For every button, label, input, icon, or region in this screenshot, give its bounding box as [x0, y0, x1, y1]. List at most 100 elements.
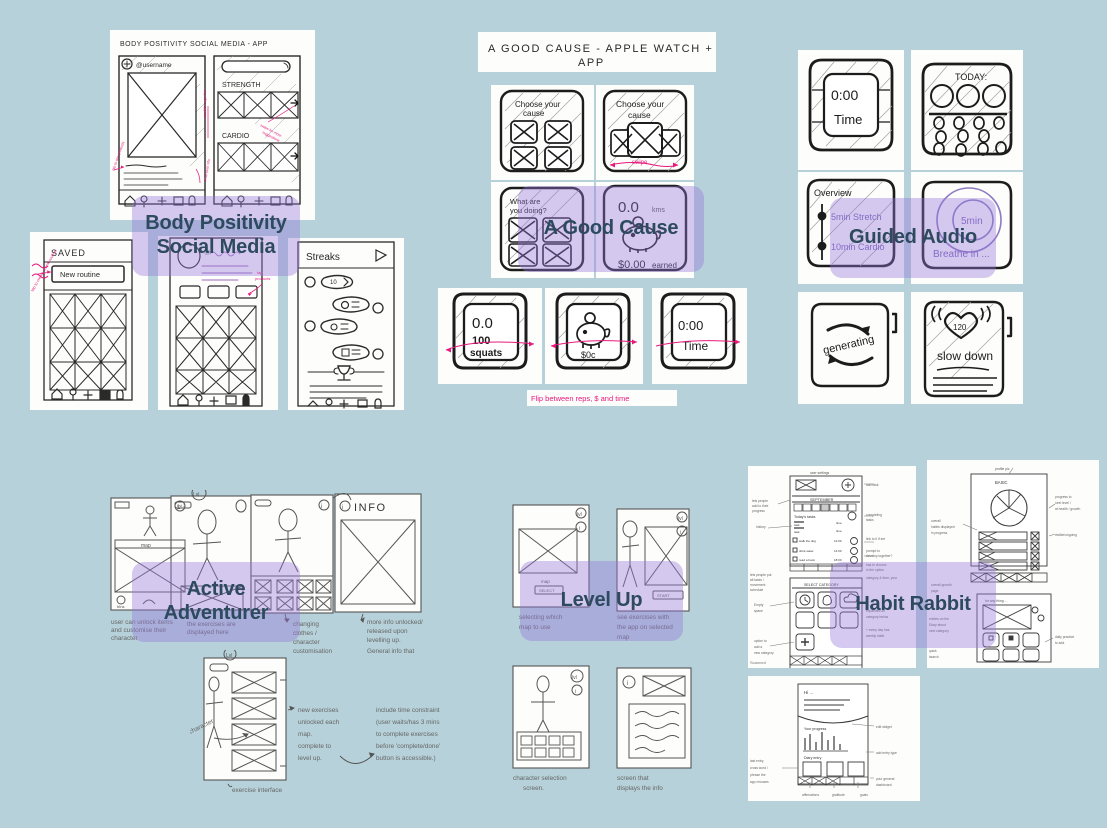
- svg-text:entries on the: entries on the: [929, 617, 949, 621]
- svg-text:0:00: 0:00: [831, 87, 858, 103]
- svg-text:SAVED: SAVED: [51, 248, 86, 258]
- svg-text:time: time: [836, 529, 842, 533]
- svg-text:customisation: customisation: [293, 648, 333, 655]
- project-label-level-up[interactable]: Level Up: [520, 561, 683, 641]
- project-label-active-adventurer[interactable]: Active Adventurer: [132, 562, 300, 642]
- sketch-card-kms-earned[interactable]: 0.0 kms $0.00 earned: [596, 182, 694, 278]
- svg-text:lets people put: lets people put: [750, 573, 772, 577]
- project-label-a-good-cause[interactable]: A Good Cause: [518, 186, 704, 272]
- svg-text:100: 100: [472, 335, 490, 347]
- svg-text:tasks: tasks: [866, 518, 874, 522]
- sketch-card-level-up-character[interactable]: lvl i i character s: [505, 658, 725, 803]
- svg-text:map: map: [141, 543, 151, 549]
- svg-text:swipe: swipe: [632, 160, 648, 166]
- svg-text:changing: changing: [293, 621, 319, 628]
- sketch-card-body-positivity-main[interactable]: BODY POSITIVITY SOCIAL MEDIA - APP @user…: [110, 30, 315, 220]
- sketch-card-what-are-you-doing[interactable]: What are you doing?: [491, 182, 594, 278]
- sketch-card-habit-rabbit-diary[interactable]: Hi ... Your progress Diary entry: [748, 676, 920, 801]
- sketch-card-time-watch[interactable]: 0:00 Time: [652, 288, 747, 384]
- svg-text:Choose your: Choose your: [616, 99, 664, 109]
- svg-text:10min Cardio: 10min Cardio: [831, 242, 885, 252]
- svg-text:A GOOD CAUSE - APPLE WATCH: A GOOD CAUSE - APPLE WATCH +: [488, 43, 713, 55]
- svg-text:18:00: 18:00: [834, 558, 842, 562]
- sketch-card-active-adventurer-screens[interactable]: 1 map btns Lvl Lvl 2 i: [105, 490, 450, 660]
- svg-text:next category: next category: [929, 629, 949, 633]
- svg-text:Time: Time: [682, 339, 709, 353]
- sketch-card-flip-annotation: Flip between reps, $ and time: [527, 390, 677, 406]
- sketch-card-level-up-maps[interactable]: lvl i map SELECT lvl i START selecting w…: [505, 495, 725, 645]
- project-label-body-positivity[interactable]: Body Positivity Social Media: [132, 196, 300, 276]
- svg-text:character selection: character selection: [513, 775, 567, 782]
- svg-text:the exercises are: the exercises are: [187, 621, 236, 628]
- svg-text:completing: completing: [866, 513, 882, 517]
- sketch-card-choose-cause-grid[interactable]: Choose your cause: [491, 85, 594, 180]
- sketch-card-generating[interactable]: generating: [798, 292, 904, 404]
- svg-text:screen that: screen that: [617, 775, 649, 782]
- svg-text:next level /: next level /: [1055, 501, 1071, 505]
- svg-text:quick: quick: [929, 649, 937, 653]
- sketch-card-watch-breathe[interactable]: 5min Breathe in ...: [911, 172, 1023, 284]
- svg-text:14:00: 14:00: [834, 549, 842, 553]
- svg-text:gratitude: gratitude: [832, 793, 845, 797]
- svg-text:more info unlocked/: more info unlocked/: [367, 619, 423, 626]
- svg-text:in the option: in the option: [866, 568, 884, 572]
- svg-text:SEPTEMBER: SEPTEMBER: [810, 498, 834, 502]
- svg-text:displays the info: displays the info: [617, 785, 663, 792]
- sketch-card-saved-screen[interactable]: SAVED New routine: [30, 232, 148, 410]
- svg-text:i: i: [627, 681, 628, 687]
- sketch-card-streaks-screen[interactable]: Streaks 10: [288, 238, 404, 410]
- svg-text:CARDIO: CARDIO: [222, 133, 250, 140]
- sketch-card-a-good-cause-title[interactable]: A GOOD CAUSE - APPLE WATCH + APP: [478, 32, 716, 72]
- svg-text:General info that: General info that: [367, 648, 414, 655]
- svg-text:Flip between reps, $ and time: Flip between reps, $ and time: [531, 394, 629, 403]
- svg-text:5min: 5min: [961, 216, 983, 227]
- svg-text:Breathe in ...: Breathe in ...: [933, 249, 990, 260]
- svg-text:map: map: [541, 579, 550, 584]
- svg-text:develop together?: develop together?: [866, 554, 893, 558]
- svg-text:Time: Time: [834, 112, 862, 127]
- svg-text:displayed here: displayed here: [187, 629, 229, 636]
- sketch-card-choose-cause-swipe[interactable]: Choose your cause swipe: [596, 85, 694, 180]
- sketch-card-habit-rabbit-progress[interactable]: profile pic BASIC: [927, 460, 1099, 668]
- sketch-card-exercise-interface[interactable]: Lvl character new exercises unlocked eac…: [190, 650, 470, 800]
- svg-text:i: i: [680, 530, 681, 536]
- svg-text:all tasks /: all tasks /: [750, 578, 764, 582]
- svg-text:120: 120: [953, 323, 967, 332]
- svg-text:walk the dog: walk the dog: [799, 539, 816, 543]
- svg-text:earned: earned: [652, 261, 677, 270]
- svg-text:Overview: Overview: [814, 188, 852, 198]
- svg-text:overall growth: overall growth: [931, 583, 952, 587]
- sketch-card-profile-grid[interactable]: @ tap: [158, 236, 278, 410]
- svg-text:see exercises with: see exercises with: [617, 614, 670, 621]
- svg-text:character: character: [111, 635, 139, 642]
- svg-text:new category: new category: [754, 651, 774, 655]
- svg-text:BASIC: BASIC: [995, 480, 1008, 485]
- svg-text:scroll through this: scroll through this: [203, 90, 207, 118]
- svg-text:profile pic: profile pic: [995, 467, 1010, 471]
- svg-text:button is accessible.): button is accessible.): [376, 755, 436, 762]
- svg-text:dashboard: dashboard: [876, 783, 892, 787]
- svg-text:i: i: [342, 505, 343, 511]
- svg-text:tap to see products: tap to see products: [111, 141, 125, 171]
- sketch-card-slow-down[interactable]: 120 slow down: [911, 292, 1023, 404]
- project-label-line2: Social Media: [156, 236, 276, 258]
- svg-text:read a book: read a book: [799, 558, 815, 562]
- svg-text:i: i: [579, 526, 580, 532]
- project-label-guided-audio[interactable]: Guided Audio: [830, 198, 996, 278]
- svg-text:SELECT CATEGORY: SELECT CATEGORY: [804, 583, 839, 587]
- sketch-card-watch-today[interactable]: TODAY:: [911, 50, 1023, 170]
- sketch-card-watch-overview[interactable]: Overview 5min Stretch 10min Cardio: [798, 172, 904, 284]
- project-label-habit-rabbit[interactable]: Habit Rabbit: [830, 562, 996, 648]
- svg-text:edit widget: edit widget: [876, 725, 892, 729]
- svg-text:link to it if set: link to it if set: [866, 537, 885, 541]
- svg-text:cause: cause: [523, 109, 545, 118]
- sketch-card-squats-watch[interactable]: 0.0 100 squats: [438, 288, 542, 384]
- svg-text:cause: cause: [628, 110, 651, 120]
- svg-text:affirmations: affirmations: [802, 793, 819, 797]
- svg-text:tap: tap: [257, 270, 263, 275]
- svg-text:released upon: released upon: [367, 628, 408, 635]
- svg-text:schedule: schedule: [750, 588, 763, 592]
- sketch-card-habit-rabbit-tasks[interactable]: user settings SEPTEMBER Today's tasks ta…: [748, 466, 916, 668]
- sketch-card-money-watch[interactable]: $0c: [545, 288, 643, 384]
- sketch-card-watch-time[interactable]: 0:00 Time: [798, 50, 904, 170]
